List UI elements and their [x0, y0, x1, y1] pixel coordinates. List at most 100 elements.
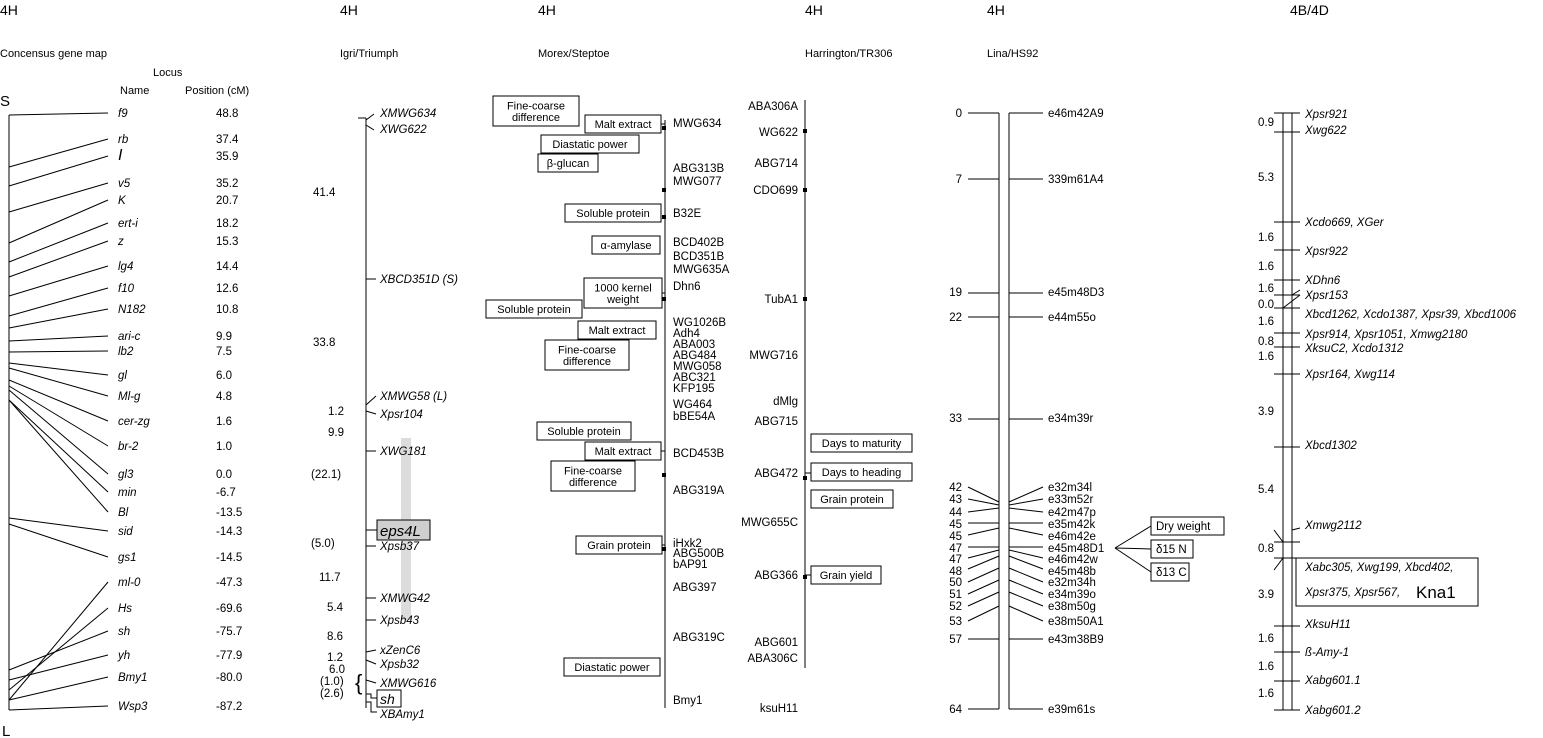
qtl-trait-label: difference [563, 356, 611, 368]
marker-connector [967, 498, 1000, 506]
marker-connector [1008, 591, 1044, 607]
locus-name: f9 [118, 108, 128, 120]
interval-distance: 11.7 [319, 572, 341, 584]
trait-delta13c: δ13 C [1156, 567, 1187, 579]
qtl-trait-box [537, 153, 599, 173]
marker-dot [662, 297, 666, 301]
locus-connector [8, 199, 109, 244]
qtl-trait-box [563, 657, 661, 677]
marker-connector [365, 410, 377, 415]
qtl-trait-box [550, 460, 636, 492]
marker-dot [662, 215, 666, 219]
marker-dot [803, 297, 807, 301]
marker-connector [1282, 294, 1301, 309]
marker-label: e43m38B9 [1048, 634, 1104, 646]
map-position: 44 [949, 507, 962, 519]
population-title: Morex/Steptoe [538, 48, 610, 60]
sh-label: sh [380, 691, 395, 707]
map-position: 19 [949, 287, 962, 299]
locus-name: z [117, 236, 124, 248]
locus-connector [8, 335, 109, 342]
map-position: 0 [956, 108, 962, 120]
locus-name: ari-c [118, 331, 141, 343]
population-title: Harrington/TR306 [805, 48, 892, 60]
locus-position: 9.9 [216, 331, 232, 343]
qtl-trait-label: Soluble protein [576, 208, 649, 220]
marker-label: e34m39o [1048, 589, 1096, 601]
interval-distance: 1.6 [1258, 351, 1274, 363]
qtl-trait-box [810, 433, 913, 453]
locus-connector [8, 676, 109, 701]
qtl-trait-box [810, 489, 894, 509]
qtl-trait-box [540, 134, 640, 154]
marker-label: 339m61A4 [1048, 174, 1104, 186]
locus-position: -14.5 [216, 552, 242, 564]
locus-position: -80.0 [216, 672, 242, 684]
marker-label: XksuC2, Xcdo1312 [1304, 343, 1404, 355]
locus-connector [8, 705, 109, 711]
locus-name: ert-i [118, 218, 138, 230]
marker-label: ABG472 [755, 468, 798, 480]
marker-label: Xbcd1302 [1304, 440, 1357, 452]
map-position: 45 [949, 531, 962, 543]
map-position: 7 [956, 174, 962, 186]
qtl-trait-label: weight [606, 294, 639, 306]
qtl-trait-label: Diastatic power [574, 662, 650, 674]
marker-connector [967, 567, 1000, 583]
marker-label: XBCD351D (S) [379, 274, 458, 286]
locus-position: 4.8 [216, 391, 232, 403]
marker-connector [365, 659, 377, 665]
interval-distance: 5.3 [1258, 172, 1274, 184]
trait-connector [1114, 547, 1152, 550]
marker-connector [1008, 605, 1044, 622]
marker-label: Xbcd1262, Xcdo1387, Xpsr39, Xbcd1006 [1304, 309, 1517, 321]
marker-label: Xmwg2112 [1304, 520, 1362, 532]
marker-connector [1008, 507, 1044, 513]
qtl-trait-label: difference [512, 112, 560, 124]
marker-label: Xpsr153 [1304, 290, 1348, 302]
interval-distance: 1.6 [1258, 232, 1274, 244]
marker-connector [1008, 555, 1044, 570]
qtl-trait-box [577, 320, 657, 340]
marker-connector [366, 701, 377, 713]
marker-connector [967, 591, 1000, 607]
marker-label: Bmy1 [673, 695, 702, 707]
marker-label: e46m42e [1048, 531, 1096, 543]
locus-position: 1.0 [216, 441, 232, 453]
qtl-trait-label: Days to maturity [822, 438, 902, 450]
marker-label: e39m61s [1048, 704, 1096, 716]
qtl-trait-box [544, 339, 630, 371]
chromosome-title: 4H [538, 2, 556, 18]
locus-name: v5 [118, 178, 131, 190]
marker-label: ABA003 [673, 339, 715, 351]
chromosome-title: 4H [987, 2, 1005, 18]
locus-connector [8, 112, 109, 116]
locus-position: 15.3 [216, 236, 238, 248]
locus-position: 6.0 [216, 370, 232, 382]
locus-connector [8, 222, 109, 263]
marker-dot [803, 188, 807, 192]
marker-label: ABG366 [755, 570, 798, 582]
marker-label: TubA1 [765, 294, 798, 306]
marker-label: Xpsb43 [379, 615, 420, 627]
locus-position: 0.0 [216, 469, 232, 481]
morex-steptoe-map: MWG634ABG313BMWG077B32EBCD402BBCD351BMWG… [485, 95, 730, 708]
marker-connector [1008, 498, 1044, 506]
marker-label: MWG058 [673, 361, 722, 373]
marker-dot [662, 126, 666, 130]
marker-label: ABA306C [747, 653, 798, 665]
locus-name: br-2 [118, 441, 139, 453]
marker-label: Kna1 [1416, 583, 1456, 602]
qtl-trait-box [536, 421, 632, 441]
marker-label: WG464 [673, 399, 713, 411]
marker-connector [967, 486, 1000, 503]
locus-name: lg4 [118, 261, 133, 273]
map-position: 22 [949, 312, 962, 324]
locus-name: gs1 [118, 552, 137, 564]
marker-label: MWG635A [673, 264, 730, 276]
marker-connector [967, 605, 1000, 622]
marker-label: Xabc305, Xwg199, Xbcd402, [1304, 562, 1453, 574]
